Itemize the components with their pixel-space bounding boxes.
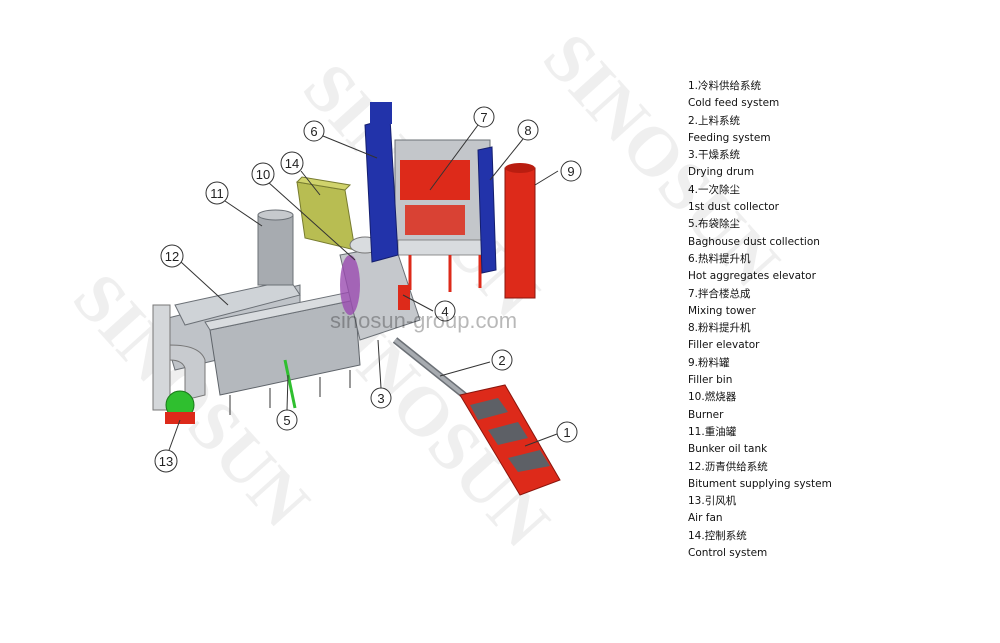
callout-11: 11 bbox=[205, 181, 229, 205]
filler-bin bbox=[504, 163, 536, 299]
callout-10: 10 bbox=[251, 162, 275, 186]
control-room bbox=[295, 176, 356, 251]
legend-zh-4: 4.一次除尘 bbox=[688, 183, 741, 196]
cold-feed-bins bbox=[459, 384, 561, 496]
legend-en-11: Bunker oil tank bbox=[688, 443, 768, 456]
callout-3: 3 bbox=[370, 387, 392, 409]
legend-en-3: Drying drum bbox=[688, 166, 755, 179]
legend-en-6: Hot aggregates elevator bbox=[688, 270, 816, 283]
legend-zh-9: 9.粉料罐 bbox=[688, 356, 730, 369]
legend-zh-5: 5.布袋除尘 bbox=[688, 218, 741, 231]
svg-text:12: 12 bbox=[165, 249, 179, 264]
legend-zh-12: 12.沥青供给系统 bbox=[688, 460, 768, 473]
svg-text:11: 11 bbox=[210, 186, 224, 201]
legend-zh-3: 3.干燥系统 bbox=[688, 149, 741, 162]
feeding-conveyor bbox=[392, 337, 473, 403]
legend-zh-2: 2.上料系统 bbox=[688, 114, 741, 127]
legend-en-10: Burner bbox=[688, 408, 724, 421]
legend-en-14: Control system bbox=[688, 547, 768, 560]
component-legend: 1.冷料供给系统 Cold feed system 2.上料系统 Feeding… bbox=[688, 78, 988, 562]
legend-en-7: Mixing tower bbox=[688, 304, 756, 317]
callout-8: 8 bbox=[517, 119, 539, 141]
callout-9: 9 bbox=[560, 160, 582, 182]
hot-aggregates-elevator bbox=[364, 102, 399, 263]
svg-text:1: 1 bbox=[563, 425, 570, 440]
watermark-url: sinosun-group.com bbox=[330, 308, 518, 333]
svg-text:5: 5 bbox=[283, 413, 290, 428]
legend-en-9: Filler bin bbox=[688, 374, 733, 387]
callout-14: 14 bbox=[280, 151, 304, 175]
legend-en-12: Bitument supplying system bbox=[688, 477, 832, 490]
svg-text:2: 2 bbox=[498, 353, 505, 368]
callout-1: 1 bbox=[556, 421, 578, 443]
legend-en-1: Cold feed system bbox=[688, 97, 780, 110]
svg-text:6: 6 bbox=[310, 124, 317, 139]
callout-5: 5 bbox=[276, 409, 298, 431]
callout-6: 6 bbox=[303, 120, 325, 142]
leader-lines bbox=[167, 124, 559, 454]
bunker-oil-tank bbox=[257, 209, 294, 286]
svg-text:4: 4 bbox=[441, 304, 448, 319]
svg-text:13: 13 bbox=[159, 454, 173, 469]
svg-text:14: 14 bbox=[285, 156, 299, 171]
legend-en-4: 1st dust collector bbox=[688, 201, 779, 214]
legend-zh-11: 11.重油罐 bbox=[688, 425, 737, 438]
legend-zh-13: 13.引风机 bbox=[688, 495, 737, 508]
svg-text:9: 9 bbox=[567, 164, 574, 179]
svg-text:7: 7 bbox=[480, 110, 487, 125]
callout-7: 7 bbox=[473, 106, 495, 128]
svg-text:8: 8 bbox=[524, 123, 531, 138]
callout-13: 13 bbox=[154, 449, 178, 473]
svg-text:10: 10 bbox=[256, 167, 270, 182]
legend-en-8: Filler elevator bbox=[688, 339, 760, 352]
air-fan bbox=[165, 390, 195, 424]
legend-zh-7: 7.拌合楼总成 bbox=[688, 287, 751, 300]
legend-zh-8: 8.粉料提升机 bbox=[688, 322, 751, 335]
callout-2: 2 bbox=[491, 349, 513, 371]
legend-zh-1: 1.冷料供给系统 bbox=[688, 80, 762, 92]
legend-en-13: Air fan bbox=[688, 512, 723, 525]
callout-4: 4 bbox=[434, 300, 456, 322]
svg-text:3: 3 bbox=[377, 391, 384, 406]
legend-zh-10: 10.燃烧器 bbox=[688, 391, 737, 404]
legend-en-5: Baghouse dust collection bbox=[688, 235, 820, 248]
legend-zh-6: 6.热料提升机 bbox=[688, 252, 751, 265]
legend-en-2: Feeding system bbox=[688, 131, 771, 144]
legend-zh-14: 14.控制系统 bbox=[688, 529, 747, 542]
callout-12: 12 bbox=[160, 244, 184, 268]
